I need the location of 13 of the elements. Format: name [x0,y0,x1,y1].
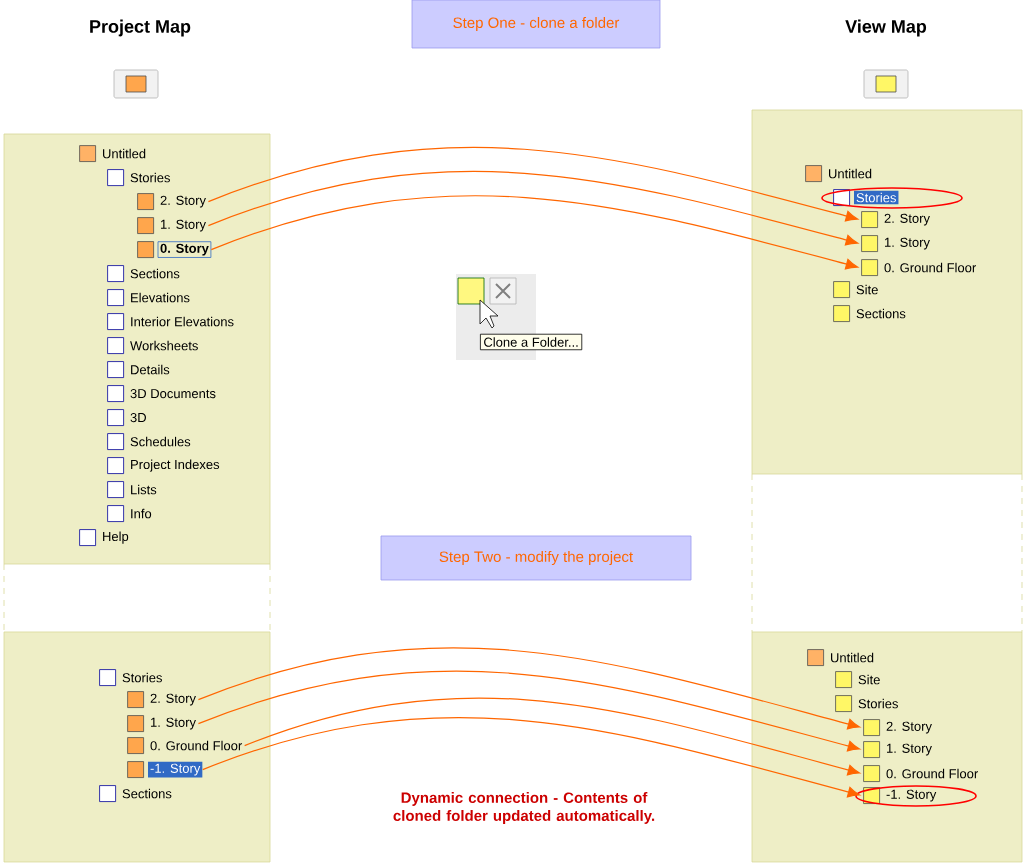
heading: View Map [845,19,927,37]
arrow [210,195,859,270]
arrow [207,146,859,222]
tree-panel [3,133,271,565]
tree-panel [3,631,271,863]
tree-panel [751,631,1023,863]
arrow [197,647,861,730]
arrow [202,717,861,798]
heading: Project Map [90,19,191,37]
arrow [244,697,861,776]
tree-panel [751,109,1023,475]
arrow [207,170,859,246]
arrow [197,670,861,752]
